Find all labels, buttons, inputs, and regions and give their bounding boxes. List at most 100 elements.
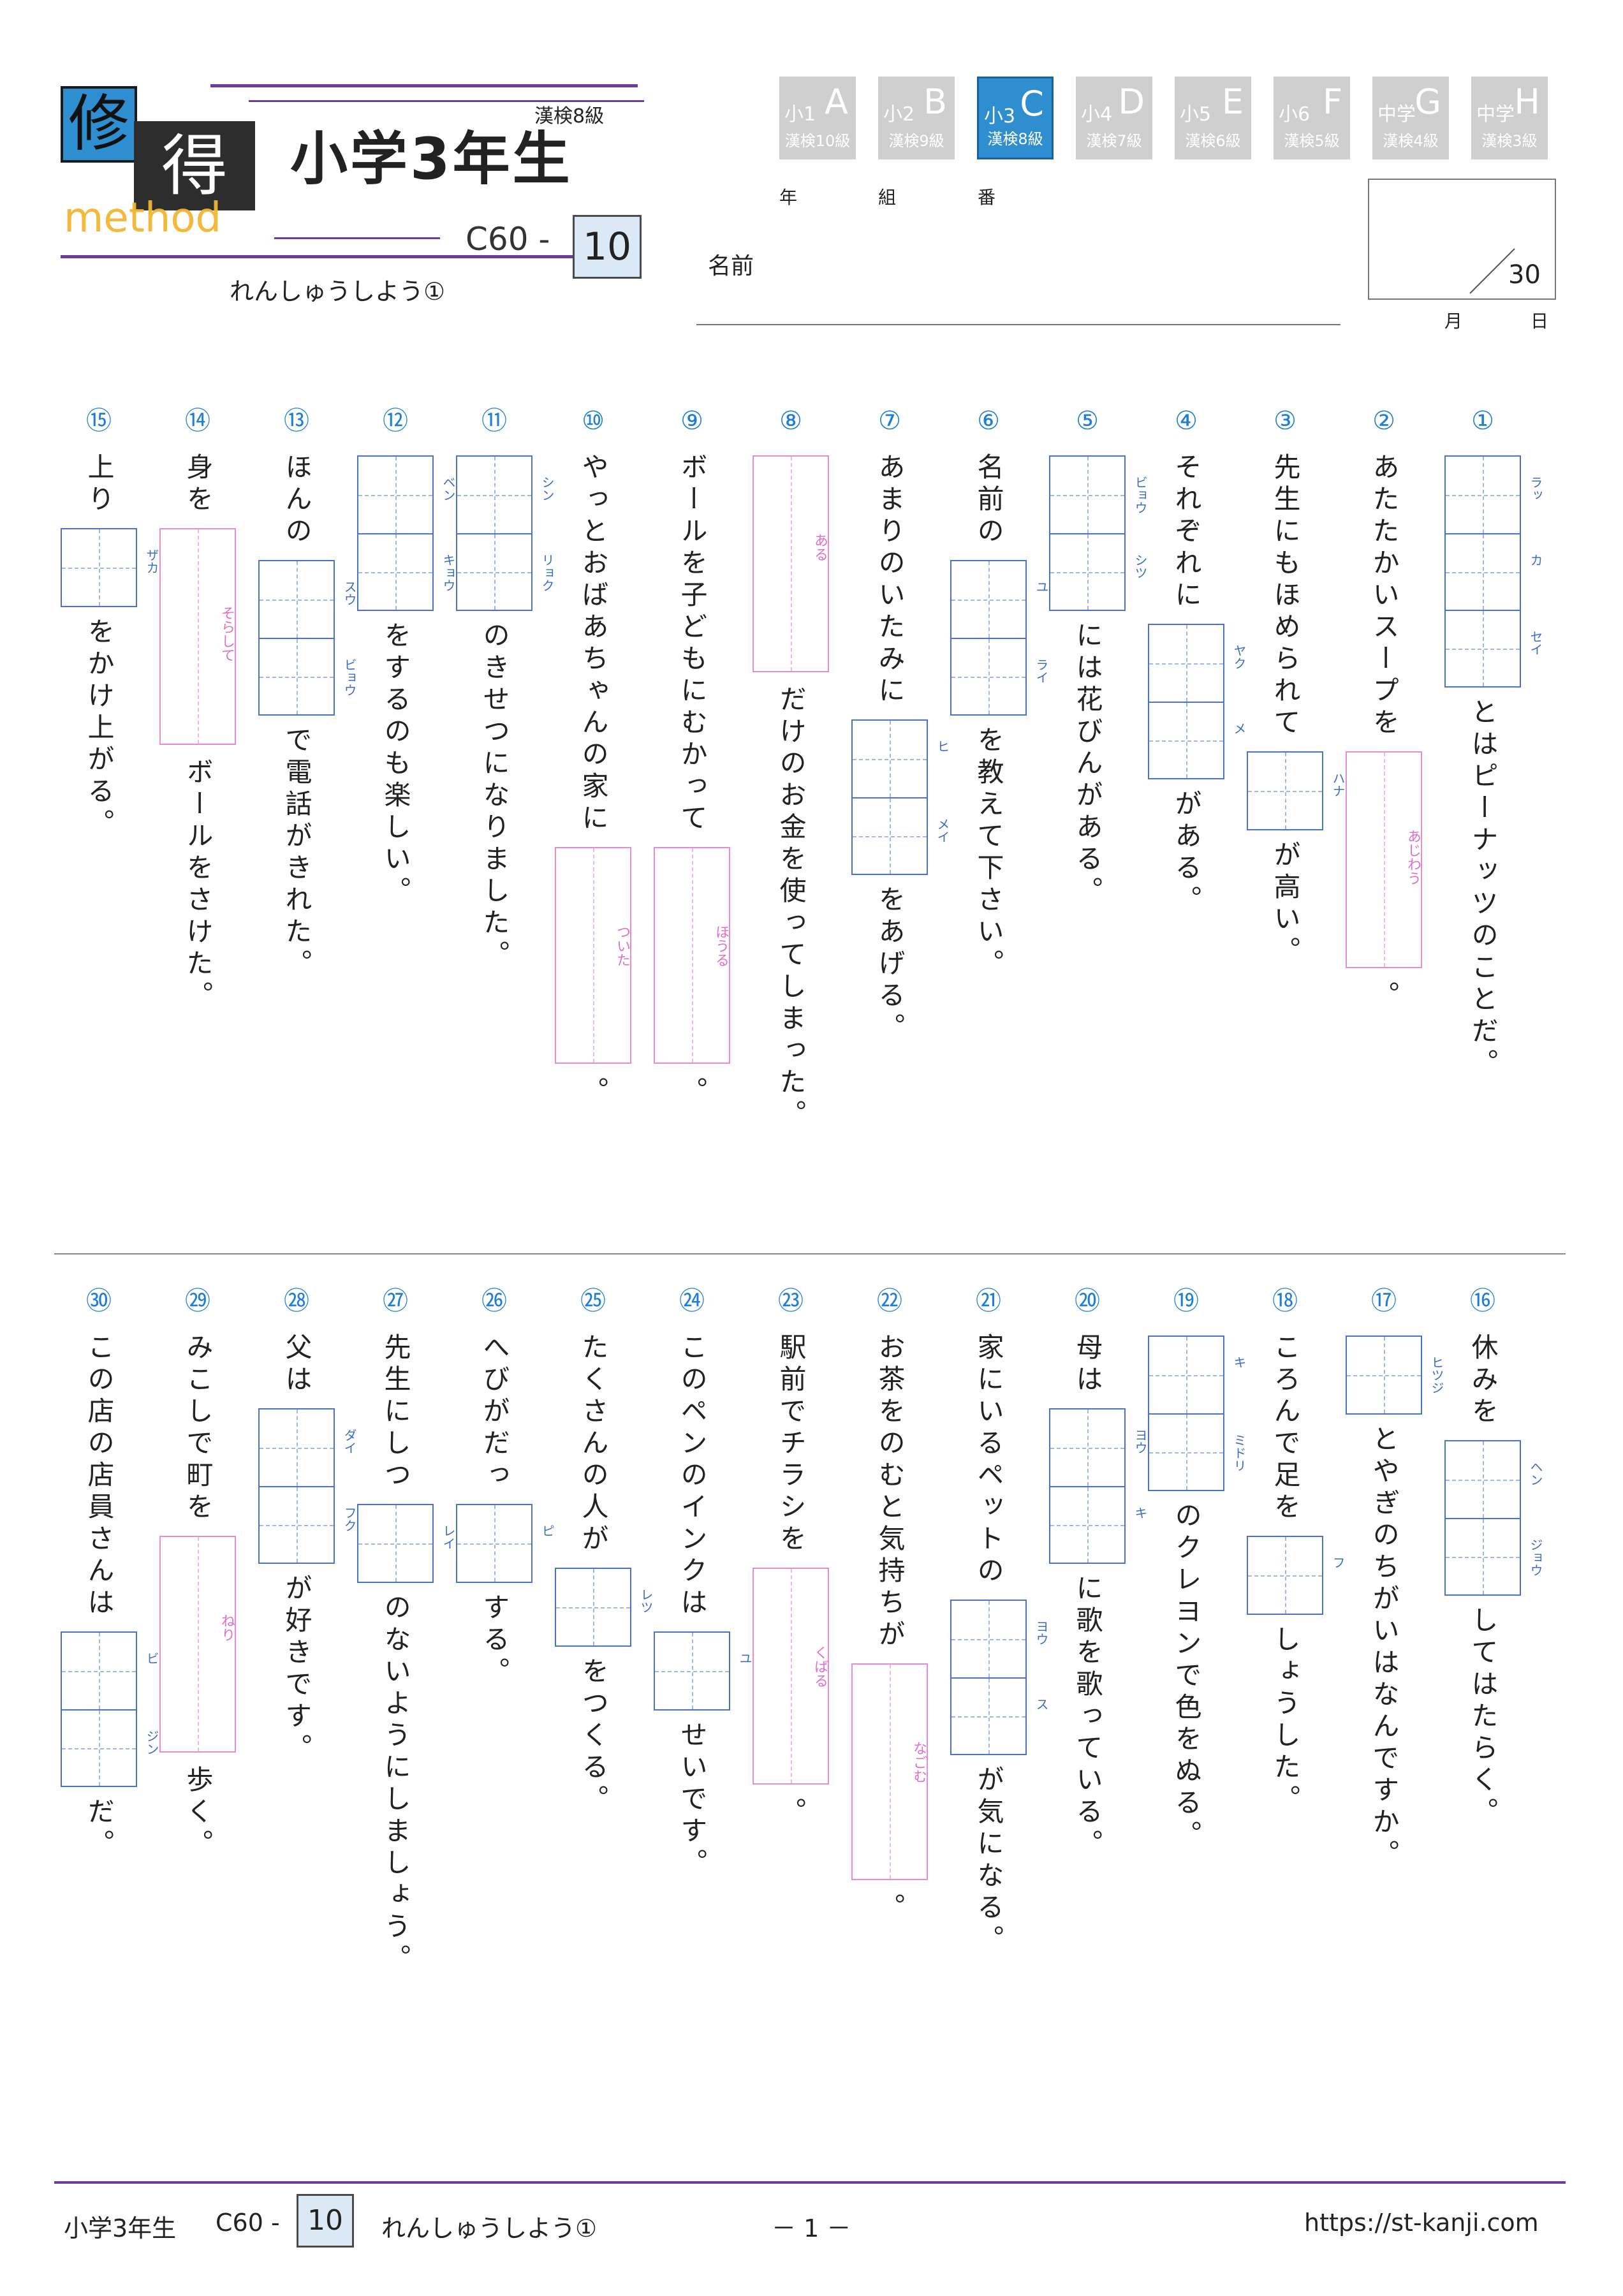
kanji-cell[interactable]: ス [951, 1677, 1049, 1754]
kanji-cell[interactable]: ハナ [1248, 753, 1346, 829]
kanji-cell[interactable]: カ [1446, 533, 1543, 610]
kanji-answer-box[interactable]: シンリョク [456, 455, 555, 611]
kanji-cell[interactable]: ヨウ [951, 1601, 1049, 1677]
kanji-cell[interactable]: シツ [1050, 533, 1148, 610]
header-line-bottom [61, 255, 641, 258]
level-tab-grade: 小1 [784, 103, 816, 126]
level-tab-kyu: 漢検7級 [1086, 132, 1142, 150]
hiragana-answer-box[interactable]: ねり [159, 1536, 236, 1753]
kanji-cell[interactable]: ヒツジ [1347, 1337, 1444, 1413]
question-text: 歩く。 [182, 1765, 214, 1861]
question-text: には花びんがある。 [1072, 621, 1103, 908]
level-tab-letter: G [1414, 82, 1441, 122]
kanji-cell[interactable]: ザカ [62, 529, 159, 606]
kanji-cell[interactable]: ピ [457, 1505, 555, 1582]
kanji-cell[interactable]: フ [1248, 1537, 1346, 1614]
kanji-cell[interactable]: ユ [951, 561, 1049, 638]
hiragana-answer-box[interactable]: ある [753, 455, 829, 672]
question-text: お茶をのむと気持ちが [874, 1333, 906, 1652]
level-tab-kyu: 漢検8級 [987, 130, 1043, 148]
footer-page-number: － 1 － [772, 2214, 851, 2242]
question-text: せいです。 [677, 1721, 708, 1880]
footer-code-prefix: C60 - [216, 2209, 280, 2237]
kanji-cell[interactable]: ジョウ [1446, 1518, 1543, 1594]
kanji-answer-box[interactable]: ヨウキ [1049, 1408, 1148, 1564]
hiragana-answer-box[interactable]: なごむ [851, 1663, 928, 1880]
kanji-cell[interactable]: ヒ [853, 721, 950, 797]
kanji-cell[interactable]: シン [457, 457, 555, 533]
kanji-cell[interactable]: ジン [62, 1709, 159, 1786]
question-number: ⑰ [1371, 1286, 1397, 1316]
kanji-cell[interactable]: ヤク [1149, 625, 1247, 702]
kanji-cell[interactable]: ベン [358, 457, 456, 533]
kanji-cell[interactable]: リョク [457, 533, 555, 610]
kanji-answer-box[interactable]: ラッカセイ [1444, 455, 1543, 688]
question-text: この店の店員さんは [84, 1333, 115, 1620]
kanji-answer-box[interactable]: ヒメイ [851, 719, 950, 875]
hiragana-answer-box[interactable]: あじわう [1346, 751, 1422, 968]
kanji-cell[interactable]: ダイ [260, 1409, 357, 1486]
kanji-answer-box[interactable]: ヤクメ [1148, 624, 1247, 779]
reading-hiragana: ねり [219, 1614, 235, 1642]
kanji-cell[interactable]: メイ [853, 797, 950, 874]
question-number: ㉙ [185, 1286, 210, 1316]
question-number: ㉓ [778, 1286, 804, 1316]
kanji-answer-box[interactable]: ピ [456, 1504, 555, 1583]
kanji-answer-box[interactable]: ベンキョウ [357, 455, 456, 611]
kanji-cell[interactable]: キ [1149, 1337, 1247, 1413]
kanji-cell[interactable]: ライ [951, 638, 1049, 714]
kanji-answer-box[interactable]: フ [1247, 1536, 1346, 1615]
kanji-answer-box[interactable]: ザカ [61, 528, 159, 607]
kanji-cell[interactable]: セイ [1446, 610, 1543, 686]
kanji-cell[interactable]: レイ [358, 1505, 456, 1582]
kanji-answer-box[interactable]: ビョウシツ [1049, 455, 1148, 611]
hiragana-answer-box[interactable]: ついた [555, 847, 631, 1064]
kanji-cell[interactable]: ラッ [1446, 457, 1543, 533]
kanji-cell[interactable]: ビョウ [260, 638, 357, 714]
kanji-cell[interactable]: ユ [655, 1633, 753, 1709]
hiragana-answer-box[interactable]: くばる [753, 1568, 829, 1785]
reading-katakana: ダイ [342, 1429, 357, 1454]
kanji-cell[interactable]: ヨウ [1050, 1409, 1148, 1486]
kanji-cell[interactable]: スウ [260, 561, 357, 638]
level-tab-grade: 中学 [1476, 103, 1515, 126]
question-text: 父は [281, 1333, 312, 1397]
kanji-answer-box[interactable]: ヨウス [950, 1600, 1049, 1755]
kanji-answer-box[interactable]: ビジン [61, 1631, 159, 1787]
footer-grade: 小学3年生 [64, 2214, 177, 2242]
kanji-cell[interactable]: ミドリ [1149, 1413, 1247, 1490]
kanji-cell[interactable]: ヘン [1446, 1441, 1543, 1518]
kanji-answer-box[interactable]: ユ [654, 1631, 753, 1711]
kanji-answer-box[interactable]: ハナ [1247, 751, 1346, 830]
kanji-cell[interactable]: キ [1050, 1486, 1148, 1563]
hiragana-answer-box[interactable]: そらして [159, 528, 236, 745]
question-text: あたたかいスープを [1369, 453, 1400, 740]
kanji-answer-box[interactable]: ユライ [950, 560, 1049, 716]
kanji-cell[interactable]: レツ [556, 1569, 654, 1645]
kanji-answer-box[interactable]: ヘンジョウ [1444, 1440, 1543, 1596]
kanji-answer-box[interactable]: レイ [357, 1504, 456, 1583]
kanji-cell[interactable]: メ [1149, 702, 1247, 778]
hiragana-answer-box[interactable]: ほうる [654, 847, 730, 1064]
question-number: ② [1372, 406, 1395, 436]
kanji-cell[interactable]: キョウ [358, 533, 456, 610]
question-text: 駅前でチラシを [775, 1333, 807, 1556]
kanji-answer-box[interactable]: ヒツジ [1346, 1336, 1444, 1415]
kanji-cell[interactable]: フク [260, 1486, 357, 1563]
kanji-answer-box[interactable]: キミドリ [1148, 1336, 1247, 1491]
kanji-answer-box[interactable]: ダイフク [258, 1408, 357, 1564]
question-text: のきせつになりました。 [479, 621, 510, 972]
kanji-answer-box[interactable]: レツ [555, 1568, 654, 1647]
kanji-answer-box[interactable]: スウビョウ [258, 560, 357, 716]
question-number: ④ [1175, 406, 1198, 436]
kanji-cell[interactable]: ビョウ [1050, 457, 1148, 533]
kanji-cell[interactable]: ビ [62, 1633, 159, 1709]
